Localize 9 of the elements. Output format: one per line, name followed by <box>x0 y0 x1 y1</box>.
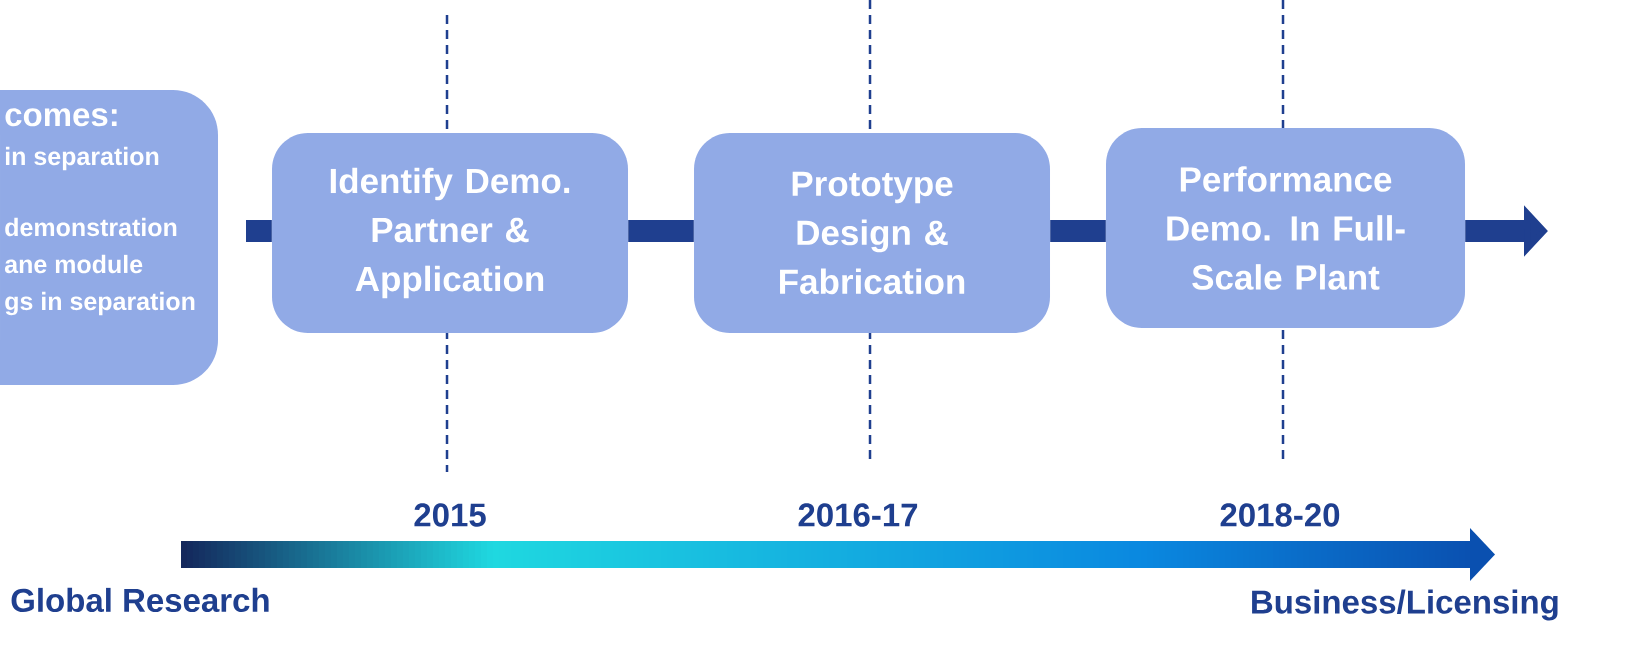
note-box: comes: in separation demonstration ane module gs in separation <box>0 90 218 385</box>
process-box: Prototype Design & Fabrication <box>694 133 1050 333</box>
process-box: Performance Demo. In Full-Scale Plant <box>1106 128 1465 328</box>
year-label: 2016-17 <box>798 503 918 527</box>
side-label: Global Research <box>11 587 269 613</box>
side-label: Business/Licensing <box>1252 589 1558 621</box>
process-box: Identify Demo. Partner & Application <box>272 133 628 333</box>
year-label: 2015 <box>414 503 486 527</box>
year-label: 2018-20 <box>1220 503 1340 527</box>
